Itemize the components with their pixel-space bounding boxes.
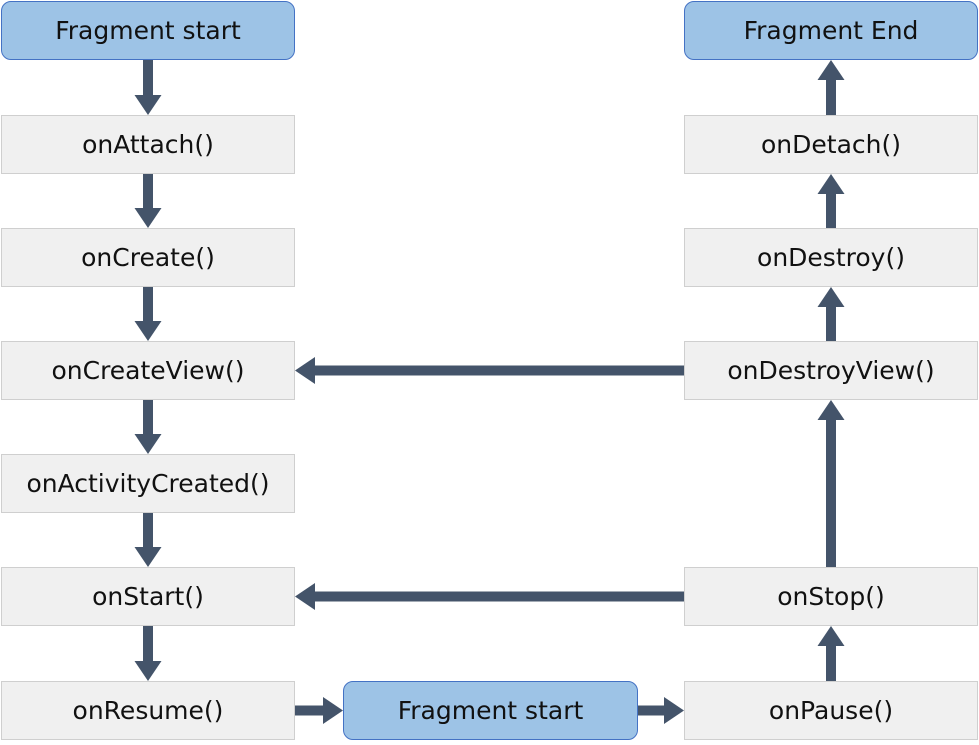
on-start-node: onStart() — [1, 567, 295, 626]
arrow-on-pause-to-on-stop — [817, 626, 845, 681]
arrow-fragment-start-bottom-to-on-pause — [638, 697, 684, 724]
arrow-on-create-view-to-on-activity-created — [134, 400, 162, 454]
arrow-on-attach-to-on-create — [134, 174, 162, 228]
arrow-on-destroy-view-to-on-create-view — [295, 357, 684, 384]
arrow-on-stop-to-on-destroy-view — [817, 400, 845, 567]
arrow-on-detach-to-fragment-end — [817, 60, 845, 115]
arrow-on-stop-to-on-start — [295, 583, 684, 610]
on-destroy-view-node: onDestroyView() — [684, 341, 978, 400]
on-detach-node: onDetach() — [684, 115, 978, 174]
on-create-view-node: onCreateView() — [1, 341, 295, 400]
arrow-on-destroy-to-on-detach — [817, 174, 845, 228]
on-create-node: onCreate() — [1, 228, 295, 287]
arrow-on-start-to-on-resume — [134, 626, 162, 681]
arrow-on-destroy-view-to-on-destroy — [817, 287, 845, 341]
fragment-end-node: Fragment End — [684, 1, 978, 60]
fragment-start-bottom-node: Fragment start — [343, 681, 638, 740]
fragment-start-top-node: Fragment start — [1, 1, 295, 60]
on-resume-node: onResume() — [1, 681, 295, 740]
on-attach-node: onAttach() — [1, 115, 295, 174]
on-pause-node: onPause() — [684, 681, 978, 740]
arrow-on-resume-to-fragment-start-bottom — [295, 697, 343, 724]
arrow-on-activity-created-to-on-start — [134, 513, 162, 567]
on-activity-created-node: onActivityCreated() — [1, 454, 295, 513]
arrow-fragment-start-top-to-on-attach — [134, 60, 162, 115]
arrow-on-create-to-on-create-view — [134, 287, 162, 341]
on-stop-node: onStop() — [684, 567, 978, 626]
on-destroy-node: onDestroy() — [684, 228, 978, 287]
